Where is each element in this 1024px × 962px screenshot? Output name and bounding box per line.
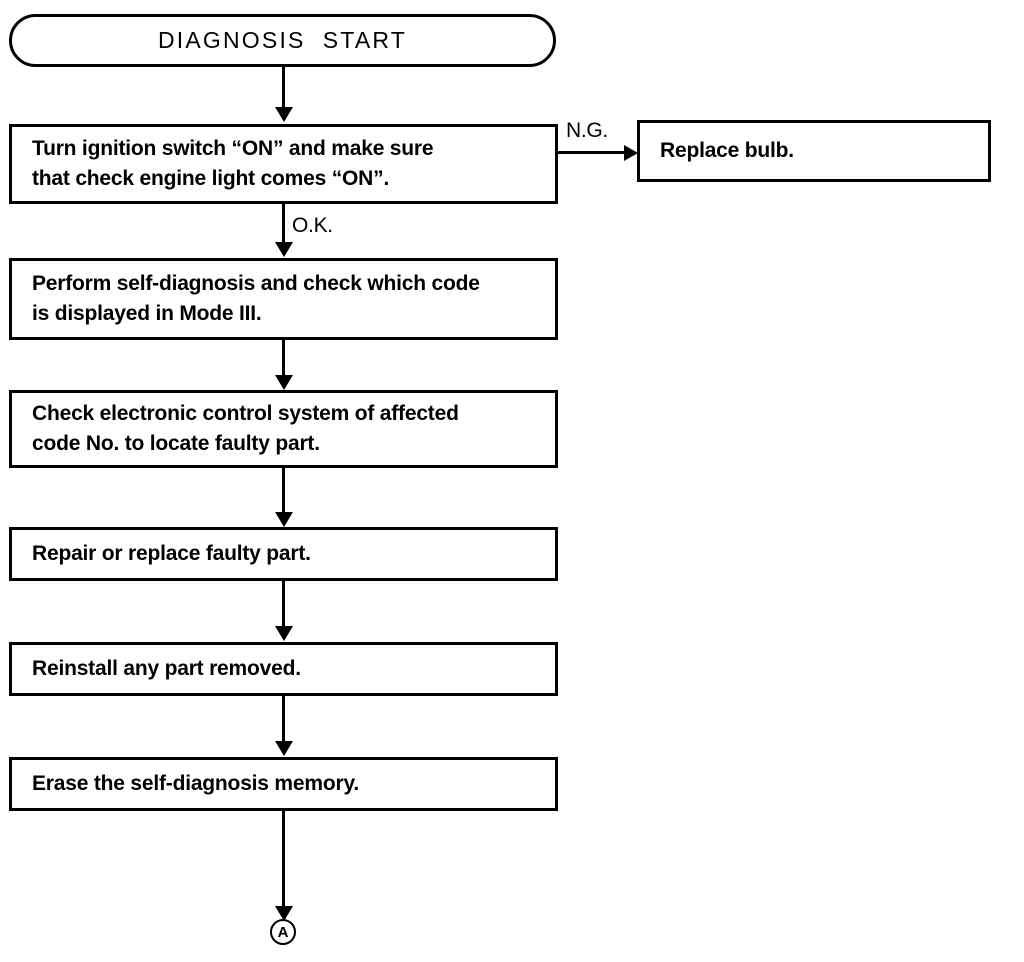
edge-step1-to-replace-bulb xyxy=(556,151,628,154)
node-erase-self-diagnosis-memory-label: Erase the self-diagnosis memory. xyxy=(32,772,359,796)
node-diagnosis-start: DIAGNOSIS START xyxy=(9,14,556,67)
node-turn-ignition-switch-label: Turn ignition switch “ON” and make sure … xyxy=(32,137,434,190)
arrowhead-step1-to-step2 xyxy=(275,242,293,257)
edge-step4-to-step5 xyxy=(282,581,285,627)
arrowhead-step3-to-step4 xyxy=(275,512,293,527)
node-repair-or-replace-faulty-part: Repair or replace faulty part. xyxy=(9,527,558,581)
edge-step6-to-connector-a xyxy=(282,811,285,909)
node-check-electronic-control-system-label: Check electronic control system of affec… xyxy=(32,402,459,455)
edge-start-to-step1 xyxy=(282,67,285,109)
node-perform-self-diagnosis-label: Perform self-diagnosis and check which c… xyxy=(32,272,480,325)
node-check-electronic-control-system: Check electronic control system of affec… xyxy=(9,390,558,468)
edge-step3-to-step4 xyxy=(282,468,285,514)
node-replace-bulb-label: Replace bulb. xyxy=(660,139,794,163)
node-replace-bulb: Replace bulb. xyxy=(637,120,991,182)
node-erase-self-diagnosis-memory: Erase the self-diagnosis memory. xyxy=(9,757,558,811)
arrowhead-step2-to-step3 xyxy=(275,375,293,390)
node-diagnosis-start-label: DIAGNOSIS START xyxy=(157,27,408,53)
node-perform-self-diagnosis: Perform self-diagnosis and check which c… xyxy=(9,258,558,340)
edge-step1-to-step2 xyxy=(282,204,285,244)
node-repair-or-replace-faulty-part-label: Repair or replace faulty part. xyxy=(32,542,311,566)
arrowhead-start-to-step1 xyxy=(275,107,293,122)
edge-step5-to-step6 xyxy=(282,696,285,742)
edge-label-ok: O.K. xyxy=(292,214,333,237)
node-reinstall-any-part-removed: Reinstall any part removed. xyxy=(9,642,558,696)
edge-label-ng: N.G. xyxy=(566,119,608,142)
connector-a-label: A xyxy=(277,923,289,941)
node-reinstall-any-part-removed-label: Reinstall any part removed. xyxy=(32,657,301,681)
connector-a: A xyxy=(270,919,296,945)
edge-step2-to-step3 xyxy=(282,340,285,378)
arrowhead-step6-to-connector-a xyxy=(275,906,293,921)
arrowhead-step1-to-replace-bulb xyxy=(624,145,638,161)
arrowhead-step4-to-step5 xyxy=(275,626,293,641)
node-turn-ignition-switch: Turn ignition switch “ON” and make sure … xyxy=(9,124,558,204)
arrowhead-step5-to-step6 xyxy=(275,741,293,756)
